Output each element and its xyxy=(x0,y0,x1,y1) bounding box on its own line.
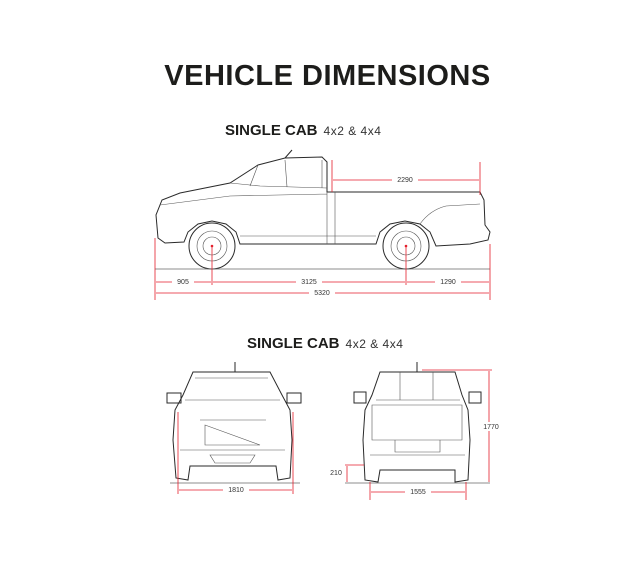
bed-length-label: 2290 xyxy=(397,177,413,184)
side-variant: 4x2 & 4x4 xyxy=(323,124,382,138)
side-view-heading: SINGLE CAB 4x2 & 4x4 xyxy=(225,122,381,139)
front-rear-heading: SINGLE CAB 4x2 & 4x4 xyxy=(247,335,403,352)
track-label: 1555 xyxy=(410,489,426,496)
page-title: VEHICLE DIMENSIONS xyxy=(164,60,491,92)
front-view-drawing xyxy=(166,362,302,484)
front-overhang-label: 905 xyxy=(177,279,189,286)
overall-height-label: 1770 xyxy=(483,424,499,431)
wheelbase-label: 3125 xyxy=(301,279,317,286)
side-view-drawing xyxy=(155,149,491,270)
front-view-dimension-lines xyxy=(177,412,294,494)
rear-overhang-label: 1290 xyxy=(440,279,456,286)
ground-clearance-label: 210 xyxy=(330,470,342,477)
rear-view-drawing xyxy=(345,362,490,484)
overall-length-label: 5320 xyxy=(314,290,330,297)
overall-width-label: 1810 xyxy=(228,487,244,494)
front-rear-heading-text: SINGLE CAB xyxy=(247,335,340,352)
side-heading-text: SINGLE CAB xyxy=(225,122,318,139)
front-rear-variant: 4x2 & 4x4 xyxy=(345,337,404,351)
